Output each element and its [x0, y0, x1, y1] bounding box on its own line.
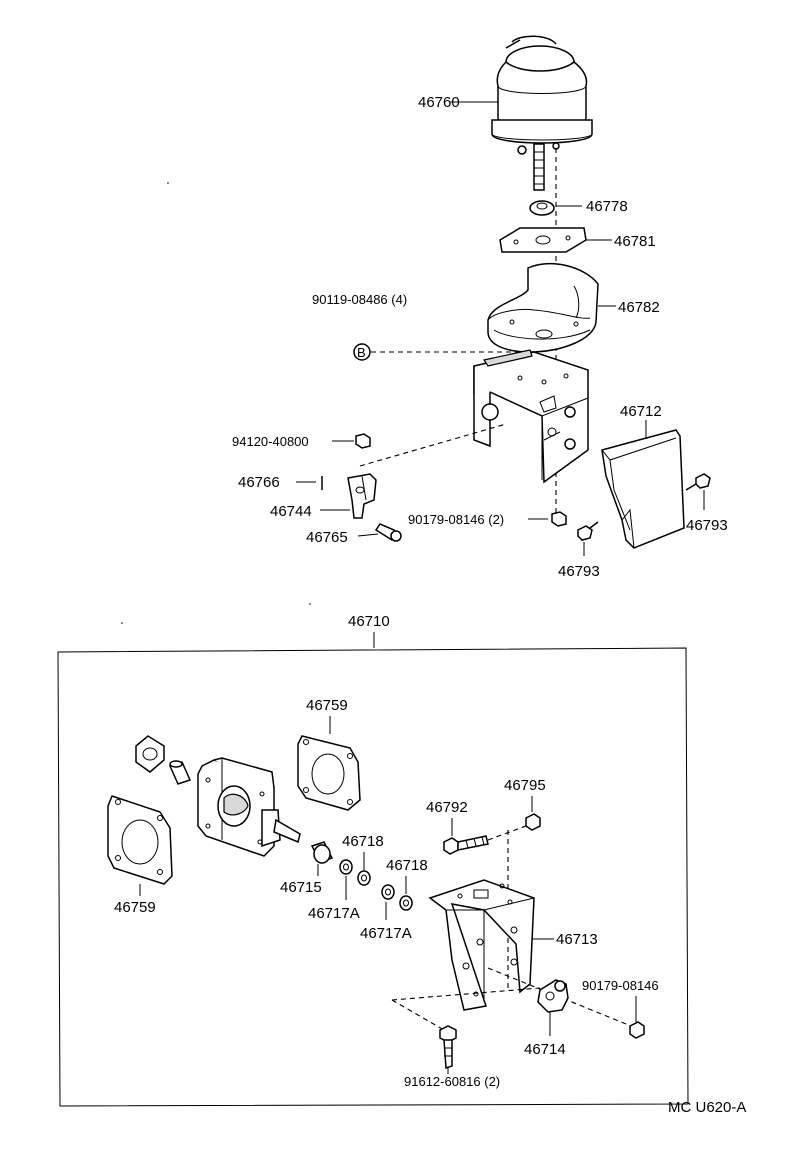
washer-46717a-2-icon — [381, 884, 395, 900]
label-nut-46795: 46795 — [504, 777, 546, 794]
label-clevis-46744: 46744 — [270, 503, 312, 520]
label-bolt-46793-mid: 46793 — [558, 563, 600, 580]
kit-frame — [57, 647, 689, 1107]
label-lever-46714: 46714 — [524, 1041, 566, 1058]
label-nut-46778: 46778 — [586, 198, 628, 215]
label-gasket-46759-top: 46759 — [306, 697, 348, 714]
bolt-b-marker-letter: B — [357, 345, 366, 360]
lever-46714-drawing — [537, 979, 569, 1013]
bushing-46715-drawing — [310, 841, 334, 864]
label-washer-46717a-1: 46717A — [308, 905, 360, 922]
nut-94120-icon — [355, 433, 371, 449]
gasket-46759-left-drawing — [107, 795, 173, 885]
label-actuator: 46760 — [418, 94, 460, 111]
spacer-cylinder-drawing — [168, 760, 192, 785]
label-pin-46765: 46765 — [306, 529, 348, 546]
label-plate-46781: 46781 — [614, 233, 656, 250]
washer-46718-1-icon — [357, 870, 371, 886]
bolt-b-marker-icon — [353, 343, 371, 361]
label-washer-46718-2: 46718 — [386, 857, 428, 874]
cover-cup-46782-drawing — [487, 262, 599, 353]
label-washer-46717a-2: 46717A — [360, 925, 412, 942]
label-gasket-46759-left: 46759 — [114, 899, 156, 916]
label-nut-94120: 94120-40800 — [232, 434, 309, 449]
label-washer-46718-1: 46718 — [342, 833, 384, 850]
actuator-drawing — [491, 35, 593, 191]
washer-46718-2-icon — [399, 895, 413, 911]
label-bracket-46713: 46713 — [556, 931, 598, 948]
clevis-46744-drawing — [347, 473, 377, 519]
plate-46781-drawing — [499, 227, 587, 253]
nut-46778-drawing — [529, 200, 555, 216]
bolt-46793-right-drawing — [685, 473, 711, 491]
bolt-91612-drawing — [439, 1025, 457, 1070]
nut-90179-kit-icon — [629, 1021, 645, 1039]
label-cover-46782: 46782 — [618, 299, 660, 316]
label-bolt-91612: 91612-60816 (2) — [404, 1074, 500, 1089]
label-kit-46710: 46710 — [348, 613, 390, 630]
label-nut-90179-kit: 90179-08146 — [582, 978, 659, 993]
nut-46795-icon — [525, 813, 541, 831]
bolt-46793-mid-drawing — [577, 521, 599, 541]
clevis-pin-46765-drawing — [374, 523, 402, 542]
small-gasket-drawing — [135, 735, 165, 773]
bolt-46792-drawing — [443, 835, 489, 855]
label-nut-90179-top: 90179-08146 (2) — [408, 512, 504, 527]
bracket-46713-drawing — [428, 879, 535, 1011]
label-bolt-46793-right: 46793 — [686, 517, 728, 534]
label-bolt-b: 90119-08486 (4) — [312, 292, 407, 307]
gasket-46759-top-drawing — [297, 735, 361, 811]
label-pin-46766: 46766 — [238, 474, 280, 491]
nut-90179-icon — [551, 511, 567, 527]
side-cover-46712-drawing — [601, 429, 685, 549]
label-bushing-46715: 46715 — [280, 879, 322, 896]
label-bolt-46792: 46792 — [426, 799, 468, 816]
valve-body-drawing — [197, 757, 301, 857]
diagram-code: MC U620-A — [668, 1099, 746, 1116]
mount-bracket-drawing — [473, 349, 589, 484]
label-side-cover-46712: 46712 — [620, 403, 662, 420]
washer-46717a-1-icon — [339, 859, 353, 875]
